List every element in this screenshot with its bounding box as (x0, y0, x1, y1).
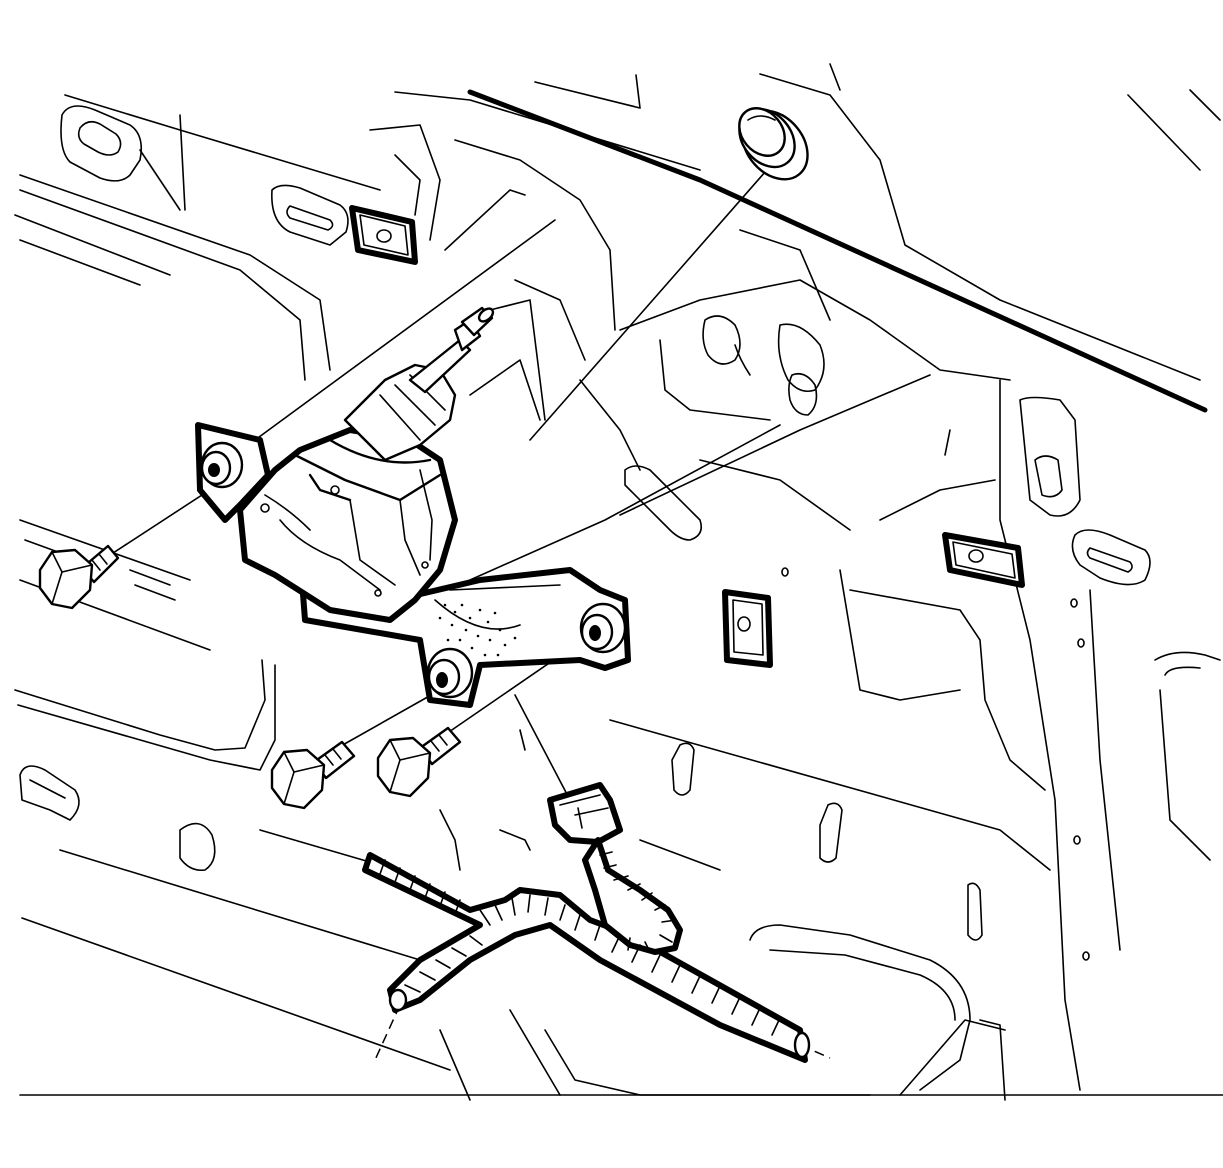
bolt-lower-right (376, 726, 462, 798)
u-nut-right (942, 532, 1025, 588)
bushing-right (579, 602, 627, 654)
bushing-left (200, 441, 244, 489)
bolt-left (38, 544, 120, 610)
u-nut-upper-left (349, 205, 418, 265)
liftgate-panel (14, 63, 1223, 1101)
grommet (738, 107, 809, 181)
wiring-harness (362, 837, 811, 1063)
u-nut-center (722, 589, 773, 668)
bushing-lower (426, 647, 474, 699)
electrical-connector (547, 782, 623, 845)
bolt-lower-left (270, 740, 356, 810)
wiper-motor (237, 306, 495, 623)
